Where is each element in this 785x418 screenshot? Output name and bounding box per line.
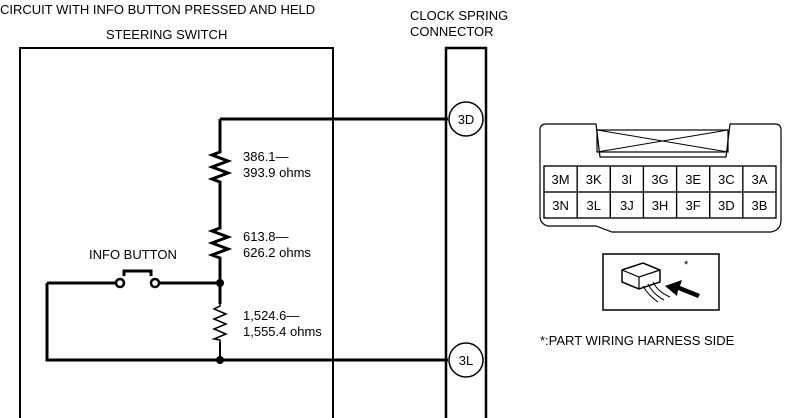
steering-switch-box: [19, 47, 334, 418]
connector-pin-label: 3A: [751, 172, 767, 187]
connector-pin-cell: [742, 191, 777, 219]
clock-spring-connector-box: [444, 46, 488, 418]
resistor-3: [211, 304, 228, 342]
harness-side-pictogram: [602, 253, 720, 311]
connector-pin-label: 3J: [620, 198, 634, 213]
footnote: *:PART WIRING HARNESS SIDE: [540, 333, 735, 348]
connector-pin-label: 3F: [686, 198, 701, 213]
resistor-2-range: 613.8—: [243, 229, 289, 244]
resistor-1-unit: 393.9 ohms: [243, 165, 311, 180]
info-button-label: INFO BUTTON: [89, 247, 177, 262]
junction-dot: [216, 279, 224, 287]
resistor-2-unit: 626.2 ohms: [243, 245, 311, 260]
resistor-1: [207, 150, 233, 184]
connector-pin-grid: 3M 3K 3I 3G 3E 3C 3A 3N 3L 3J 3H 3F 3D 3B: [543, 165, 777, 219]
junction-dot: [216, 356, 224, 364]
steering-switch-label: STEERING SWITCH: [106, 27, 227, 42]
connector-pin-label: 3L: [586, 198, 600, 213]
connector-pin-label: 3I: [621, 172, 632, 187]
connector-pin-label: 3B: [751, 198, 767, 213]
connector-pin-label: 3N: [552, 198, 569, 213]
pictogram-asterisk: *: [684, 259, 689, 271]
info-button-switch: [114, 269, 161, 289]
terminal-3d-label: 3D: [458, 112, 475, 127]
resistor-3-range: 1,524.6—: [243, 308, 299, 323]
resistor-1-range: 386.1—: [243, 149, 289, 164]
resistor-3-unit: 1,555.4 ohms: [243, 324, 322, 339]
connector-pin-label: 3G: [651, 172, 668, 187]
connector-pin-label: 3K: [586, 172, 602, 187]
connector-pin-label: 3C: [718, 172, 735, 187]
clock-spring-connector-label: CONNECTOR: [410, 24, 494, 39]
connector-latch: [596, 129, 729, 153]
circuit-title: CIRCUIT WITH INFO BUTTON PRESSED AND HEL…: [0, 2, 315, 17]
resistor-2: [207, 226, 233, 261]
terminal-3l-label: 3L: [459, 353, 473, 368]
connector-pin-label: 3E: [685, 172, 701, 187]
connector-pin-label: 3M: [552, 172, 570, 187]
connector-pin-label: 3D: [718, 198, 735, 213]
connector-pin-label: 3H: [652, 198, 669, 213]
terminal-3d: [448, 101, 484, 137]
clock-spring-label: CLOCK SPRING: [410, 8, 508, 23]
terminal-3l: [448, 342, 484, 378]
